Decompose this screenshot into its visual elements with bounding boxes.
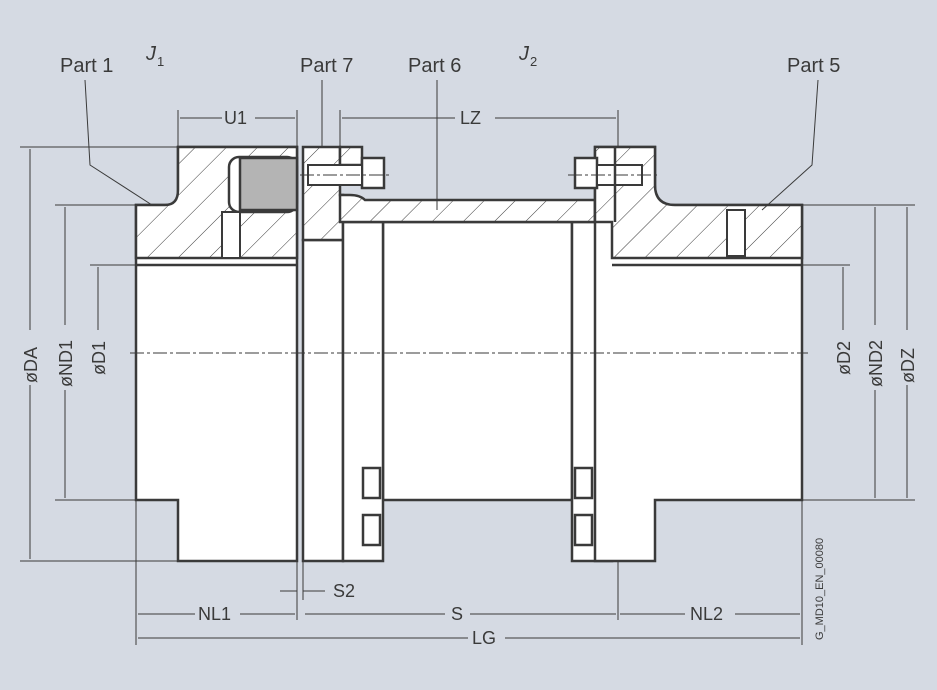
set-screw-right [726, 209, 746, 257]
label-part1: Part 1 [60, 55, 113, 77]
label-part6: Part 6 [408, 55, 461, 77]
dim-da: øDA [21, 347, 41, 383]
dim-d1: øD1 [89, 341, 109, 375]
dim-lg: LG [472, 628, 496, 648]
bolt-head-left [360, 156, 386, 190]
dim-nd2: øND2 [866, 340, 886, 387]
part7-flange [300, 145, 392, 563]
dim-s2: S2 [333, 581, 355, 601]
dim-nl2: NL2 [690, 604, 723, 624]
label-j1: J [145, 43, 157, 65]
label-part5: Part 5 [787, 55, 840, 77]
set-screw-left [221, 211, 241, 259]
dim-dz: øDZ [898, 348, 918, 383]
spacer [338, 193, 614, 563]
label-part7: Part 7 [300, 55, 353, 77]
label-j1-sub: 1 [157, 54, 164, 69]
flexible-element [238, 156, 299, 212]
dim-nl1: NL1 [198, 604, 231, 624]
label-j2: J [518, 43, 530, 65]
dim-nd1: øND1 [56, 340, 76, 387]
right-hub [568, 145, 804, 563]
dim-lz: LZ [460, 108, 481, 128]
dim-u1: U1 [224, 108, 247, 128]
dim-s: S [451, 604, 463, 624]
label-j2-sub: 2 [530, 54, 537, 69]
left-hub [134, 145, 299, 563]
drawing-code: G_MD10_EN_00080 [814, 538, 826, 640]
dim-d2: øD2 [834, 341, 854, 375]
bolt-head-right [573, 156, 599, 190]
